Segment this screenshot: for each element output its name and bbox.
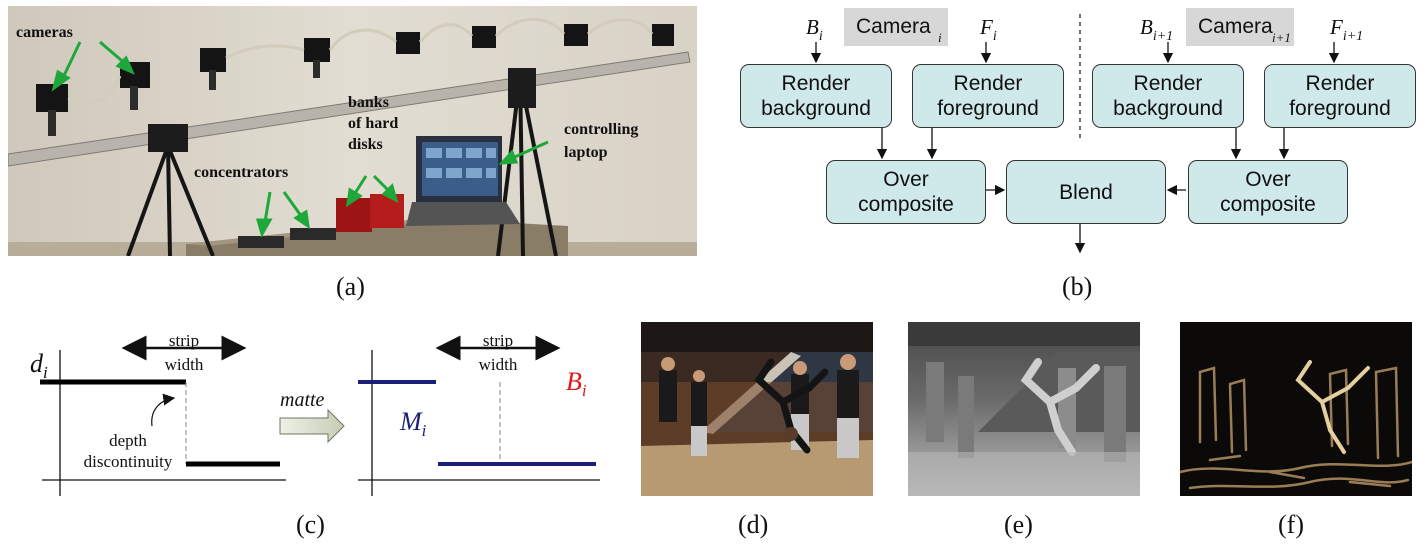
label-cameras: cameras bbox=[16, 24, 73, 41]
strip-label-right: strip bbox=[483, 331, 513, 350]
panel-e-depth-map bbox=[908, 322, 1140, 496]
pipeline-arrows: Bi Fi Bi+1 Fi+1 bbox=[806, 14, 1363, 254]
render-foreground-right: Render foreground bbox=[1264, 64, 1416, 128]
caption-c: (c) bbox=[296, 510, 325, 539]
d-i-symbol: d bbox=[30, 349, 44, 378]
render-foreground-left: Render foreground bbox=[912, 64, 1064, 128]
discontinuity-label: discontinuity bbox=[84, 452, 173, 471]
strip-label-left: strip bbox=[169, 331, 199, 350]
label-controlling-laptop: controlling laptop bbox=[564, 121, 639, 161]
camera-i-label: Camera i bbox=[844, 8, 948, 46]
boundary-strips-image bbox=[1178, 322, 1414, 496]
m-i-symbol: M bbox=[399, 407, 423, 436]
over-composite-left: Over composite bbox=[826, 160, 986, 224]
width-label-left: width bbox=[165, 355, 204, 374]
caption-e: (e) bbox=[1004, 510, 1033, 539]
label-concentrators: concentrators bbox=[194, 164, 289, 181]
svg-text:Fi+1: Fi+1 bbox=[1329, 15, 1363, 44]
depth-map-image bbox=[908, 322, 1140, 496]
b-i1-symbol: B bbox=[1140, 15, 1153, 39]
svg-text:Bi+1: Bi+1 bbox=[1140, 15, 1173, 44]
depth-label: depth bbox=[109, 431, 147, 450]
matte-label: matte bbox=[280, 389, 325, 411]
caption-b: (b) bbox=[1062, 272, 1093, 301]
svg-text:Bi: Bi bbox=[566, 367, 587, 400]
panel-c-matte-diagram: di strip width depth discontinuity matte… bbox=[28, 330, 628, 500]
b-i-symbol: B bbox=[806, 15, 819, 39]
panel-a-photo: cameras banks of hard disks concentrator… bbox=[7, 6, 697, 257]
caption-d: (d) bbox=[738, 510, 769, 539]
camera-i1-label: Camera i+1 bbox=[1186, 8, 1294, 46]
f-i-symbol: F bbox=[979, 15, 993, 39]
svg-text:Fi: Fi bbox=[979, 15, 997, 44]
width-label-right: width bbox=[479, 355, 518, 374]
over-composite-right: Over composite bbox=[1188, 160, 1348, 224]
dancer-color-image bbox=[641, 322, 873, 496]
panel-f-boundary-image bbox=[1178, 322, 1414, 496]
caption-a: (a) bbox=[336, 272, 365, 301]
matte-plots: di strip width depth discontinuity matte… bbox=[30, 331, 600, 496]
render-background-left: Render background bbox=[740, 64, 892, 128]
svg-text:Bi: Bi bbox=[806, 15, 823, 44]
caption-f: (f) bbox=[1278, 510, 1304, 539]
b-i-symbol-red: B bbox=[566, 367, 582, 396]
camera-rig-photo bbox=[7, 6, 697, 257]
svg-text:Mi: Mi bbox=[399, 407, 427, 440]
panel-b-diagram: Bi Fi Bi+1 Fi+1 Camera i Camera i+1 Rend… bbox=[728, 0, 1428, 270]
f-i1-symbol: F bbox=[1329, 15, 1343, 39]
panel-d-color-frame bbox=[641, 322, 873, 496]
render-background-right: Render background bbox=[1092, 64, 1244, 128]
label-banks-of-hard-disks: banks of hard disks bbox=[348, 94, 399, 153]
blend-box: Blend bbox=[1006, 160, 1166, 224]
svg-text:di: di bbox=[30, 349, 48, 382]
